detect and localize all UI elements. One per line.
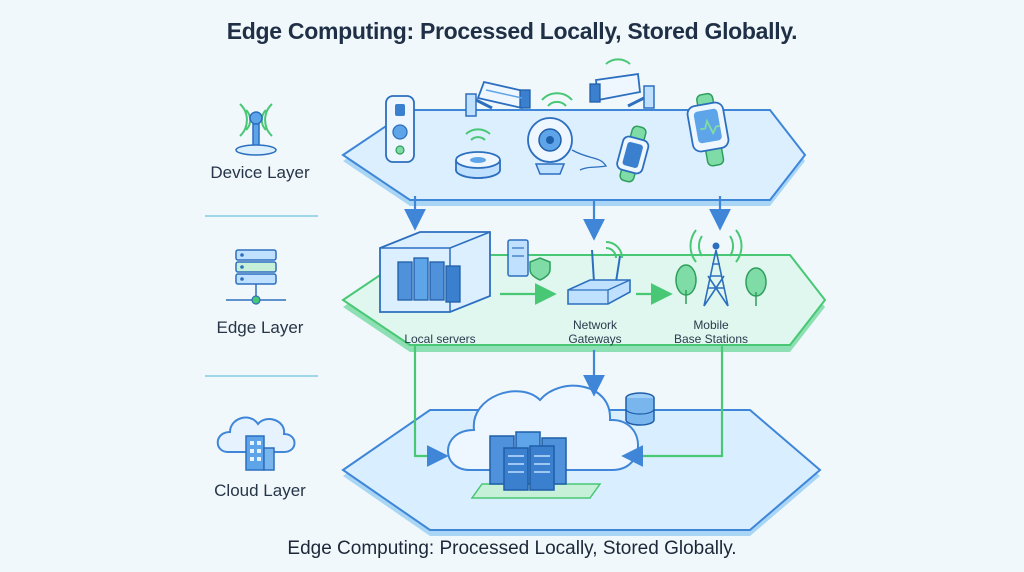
mobile-base-stations-label-line2: Base Stations xyxy=(673,332,749,346)
fitness-band-icon xyxy=(616,125,650,183)
diagram-title: Edge Computing: Processed Locally, Store… xyxy=(226,18,798,44)
mobile-base-stations-label-line1: Mobile xyxy=(693,318,729,332)
mobile-base-stations-label: Mobile Base Stations xyxy=(656,318,766,346)
local-servers-icon xyxy=(379,231,491,313)
security-camera-icon xyxy=(465,80,531,117)
network-gateways-label-line2: Gateways xyxy=(568,332,622,346)
flow-arrow-to-cloud xyxy=(413,345,449,467)
smartwatch-icon xyxy=(686,92,730,167)
wifi-signal-icon xyxy=(541,92,573,107)
video-doorbell-icon xyxy=(385,95,415,163)
server-stack-icon xyxy=(226,249,286,305)
layer-label-edge: Edge Layer xyxy=(216,318,304,337)
secure-server-icon xyxy=(507,239,551,281)
layer-label-device: Device Layer xyxy=(210,163,310,182)
local-servers-label: Local servers xyxy=(404,332,476,346)
layer-label-cloud: Cloud Layer xyxy=(214,481,306,500)
tree-icon xyxy=(675,264,697,304)
mobile-base-station-icon xyxy=(689,229,743,307)
network-gateway-icon xyxy=(567,241,631,305)
webcam-icon xyxy=(527,117,608,175)
wifi-signal-icon xyxy=(465,128,491,141)
cloud-server-rack xyxy=(489,431,567,491)
network-gateways-label-line1: Network xyxy=(572,318,617,332)
security-camera-icon xyxy=(589,58,655,109)
diagram-caption: Edge Computing: Processed Locally, Store… xyxy=(287,538,737,559)
network-gateways-label: Network Gateways xyxy=(550,318,640,346)
flow-arrow-to-cloud xyxy=(621,345,724,467)
tree-icon xyxy=(745,267,767,306)
cloud-datacenter xyxy=(447,384,655,499)
smart-speaker-hub-icon xyxy=(455,151,501,179)
device-platform xyxy=(341,109,807,206)
cloud-building-icon xyxy=(216,416,296,471)
wireless-tower-icon xyxy=(235,103,277,156)
database-icon xyxy=(625,392,655,426)
